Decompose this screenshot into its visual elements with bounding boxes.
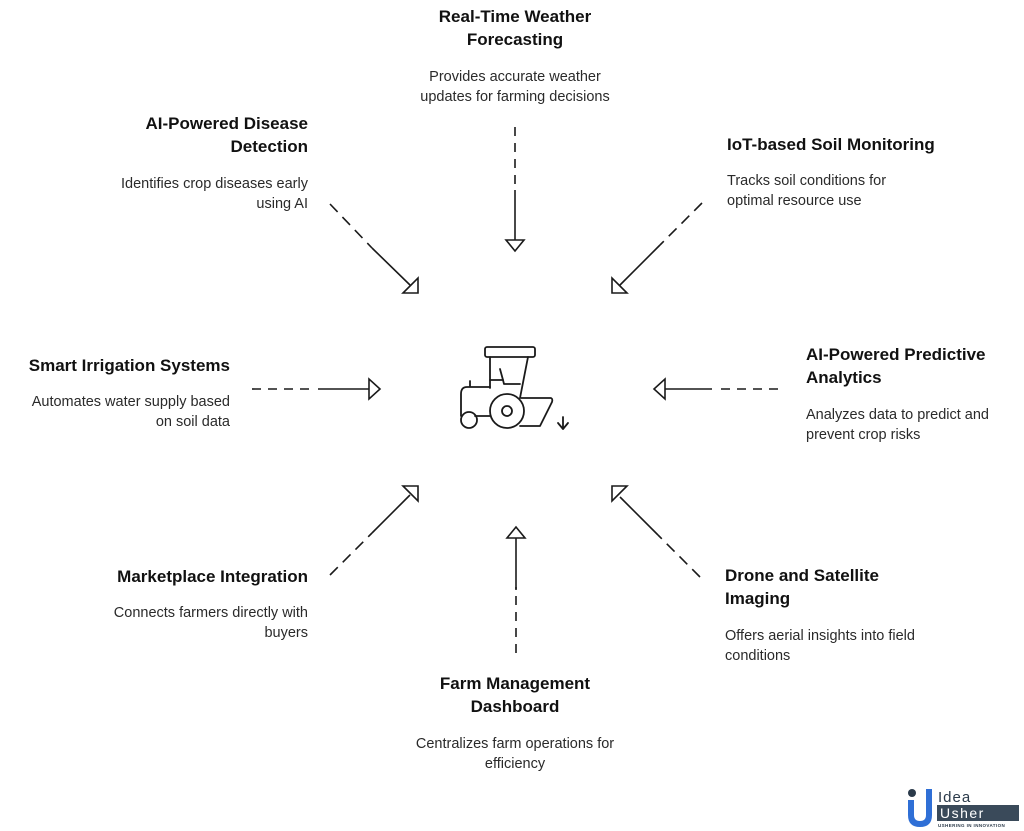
arrow-soil-to-center xyxy=(611,202,703,294)
node-description: Centralizes farm operations for efficien… xyxy=(375,734,655,774)
title-line: Farm Management xyxy=(439,674,591,693)
desc-line: conditions xyxy=(725,648,791,664)
logo-dot xyxy=(908,789,916,797)
desc-line: prevent crop risks xyxy=(806,427,921,443)
node-title: Farm Management Dashboard xyxy=(375,672,655,718)
desc-line: Identifies crop diseases early xyxy=(121,176,308,192)
node-title: AI-Powered Disease Detection xyxy=(70,112,308,158)
desc-line: on soil data xyxy=(155,414,230,430)
desc-line: Analyzes data to predict and xyxy=(806,407,989,423)
node-drone: Drone and Satellite Imaging Offers aeria… xyxy=(725,564,975,666)
arrow-predictive-to-center xyxy=(652,377,778,401)
desc-line: efficiency xyxy=(484,756,546,772)
desc-line: Tracks soil conditions for xyxy=(727,173,887,189)
title-line: IoT-based Soil Monitoring xyxy=(727,135,935,154)
node-title: Drone and Satellite Imaging xyxy=(725,564,975,610)
logo-tagline: USHERING IN INNOVATION xyxy=(938,823,1005,828)
desc-line: Automates water supply based xyxy=(31,394,230,410)
desc-line: Provides accurate weather xyxy=(429,69,601,85)
desc-line: buyers xyxy=(264,625,308,641)
desc-line: optimal resource use xyxy=(727,193,862,209)
arrow-weather-to-center xyxy=(504,127,526,253)
logo-u-mark xyxy=(908,789,932,827)
arrow-dashboard-to-center xyxy=(505,525,527,653)
title-line: Marketplace Integration xyxy=(117,567,308,586)
node-irrigation: Smart Irrigation Systems Automates water… xyxy=(0,354,230,432)
node-disease: AI-Powered Disease Detection Identifies … xyxy=(70,112,308,214)
node-title: Marketplace Integration xyxy=(60,565,308,588)
desc-line: Offers aerial insights into field xyxy=(725,628,915,644)
title-line: Detection xyxy=(230,137,308,156)
title-line: Forecasting xyxy=(466,30,564,49)
desc-line: Centralizes farm operations for xyxy=(415,736,615,752)
node-marketplace: Marketplace Integration Connects farmers… xyxy=(60,565,308,643)
node-description: Connects farmers directly with buyers xyxy=(60,603,308,643)
idea-usher-logo: Idea Usher USHERING IN INNOVATION xyxy=(908,789,1019,828)
title-line: AI-Powered Disease xyxy=(145,114,308,133)
title-line: Analytics xyxy=(806,368,882,387)
node-description: Tracks soil conditions for optimal resou… xyxy=(727,171,1017,211)
logo-text-idea: Idea xyxy=(938,789,971,806)
node-description: Analyzes data to predict and prevent cro… xyxy=(806,405,1024,445)
title-line: Dashboard xyxy=(470,697,560,716)
node-description: Provides accurate weather updates for fa… xyxy=(380,67,650,107)
node-title: Real-Time Weather Forecasting xyxy=(380,5,650,51)
node-weather: Real-Time Weather Forecasting Provides a… xyxy=(380,5,650,107)
node-title: IoT-based Soil Monitoring xyxy=(727,133,1017,156)
desc-line: updates for farming decisions xyxy=(420,89,610,105)
tractor-icon xyxy=(460,346,569,430)
title-line: Real-Time Weather xyxy=(438,7,592,26)
node-dashboard: Farm Management Dashboard Centralizes fa… xyxy=(375,672,655,774)
arrow-irrigation-to-center xyxy=(252,377,382,401)
logo-usher-bg xyxy=(937,805,1019,821)
node-title: AI-Powered Predictive Analytics xyxy=(806,343,1024,389)
node-description: Identifies crop diseases early using AI xyxy=(70,174,308,214)
title-line: Drone and Satellite xyxy=(725,566,879,585)
logo-text-usher: Usher xyxy=(940,805,985,821)
node-predictive: AI-Powered Predictive Analytics Analyzes… xyxy=(806,343,1024,445)
title-line: Imaging xyxy=(725,589,791,608)
node-description: Offers aerial insights into field condit… xyxy=(725,626,975,666)
title-line: AI-Powered Predictive xyxy=(806,345,986,364)
desc-line: Connects farmers directly with xyxy=(113,605,308,621)
arrow-marketplace-to-center xyxy=(329,485,419,576)
arrow-disease-to-center xyxy=(329,203,419,294)
desc-line: using AI xyxy=(256,196,308,212)
node-description: Automates water supply based on soil dat… xyxy=(0,392,230,432)
title-line: Smart Irrigation Systems xyxy=(28,356,230,375)
node-soil: IoT-based Soil Monitoring Tracks soil co… xyxy=(727,133,1017,211)
arrow-drone-to-center xyxy=(611,485,701,578)
node-title: Smart Irrigation Systems xyxy=(0,354,230,377)
